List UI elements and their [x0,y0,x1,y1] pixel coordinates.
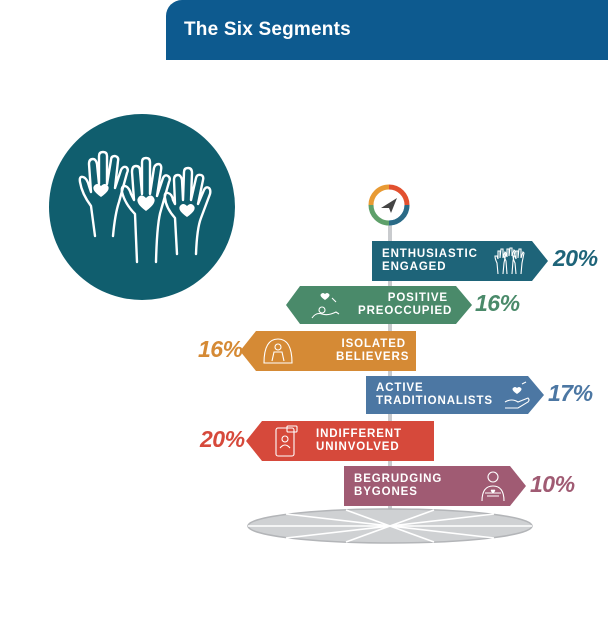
raised-hands-icon [494,247,525,275]
segment-label: ACTIVE TRADITIONALISTS [376,382,493,407]
segment-percent-positive-preoccupied: 16% [475,290,520,316]
segment-indifferent-uninvolved: INDIFFERENT UNINVOLVED [246,421,434,461]
hand-with-heart-icon [504,381,530,409]
raised-hands-with-hearts-icon [49,114,235,300]
segment-percent-active-traditionalists: 17% [548,380,593,406]
person-in-dome-icon [263,338,293,364]
segment-percent-isolated-believers: 16% [198,336,243,362]
segment-isolated-believers: ISOLATED BELIEVERS [240,331,416,371]
segment-label: ISOLATED BELIEVERS [336,338,410,363]
segment-positive-preoccupied: POSITIVE PREOCCUPIED [286,286,472,324]
compass-navigation-icon [368,184,410,226]
segment-percent-begrudging-bygones: 10% [530,471,575,497]
segment-enthusiastic-engaged: ENTHUSIASTIC ENGAGED [372,241,550,281]
segment-begrudging-bygones: BEGRUDGING BYGONES [344,466,526,506]
segment-label: ENTHUSIASTIC ENGAGED [382,248,478,273]
segment-percent-indifferent-uninvolved: 20% [200,426,245,452]
segment-label: INDIFFERENT UNINVOLVED [316,428,402,453]
segment-percent-enthusiastic-engaged: 20% [553,245,598,271]
segment-label: BEGRUDGING BYGONES [354,473,443,498]
signpost-base [247,508,533,544]
person-with-heart-icon [311,293,340,319]
segment-label: POSITIVE PREOCCUPIED [358,292,453,317]
header-banner: The Six Segments [166,0,608,60]
phone-with-person-icon [275,425,298,457]
person-arms-crossed-icon [481,471,505,502]
page-title: The Six Segments [184,19,351,40]
segment-active-traditionalists: ACTIVE TRADITIONALISTS [366,376,544,414]
